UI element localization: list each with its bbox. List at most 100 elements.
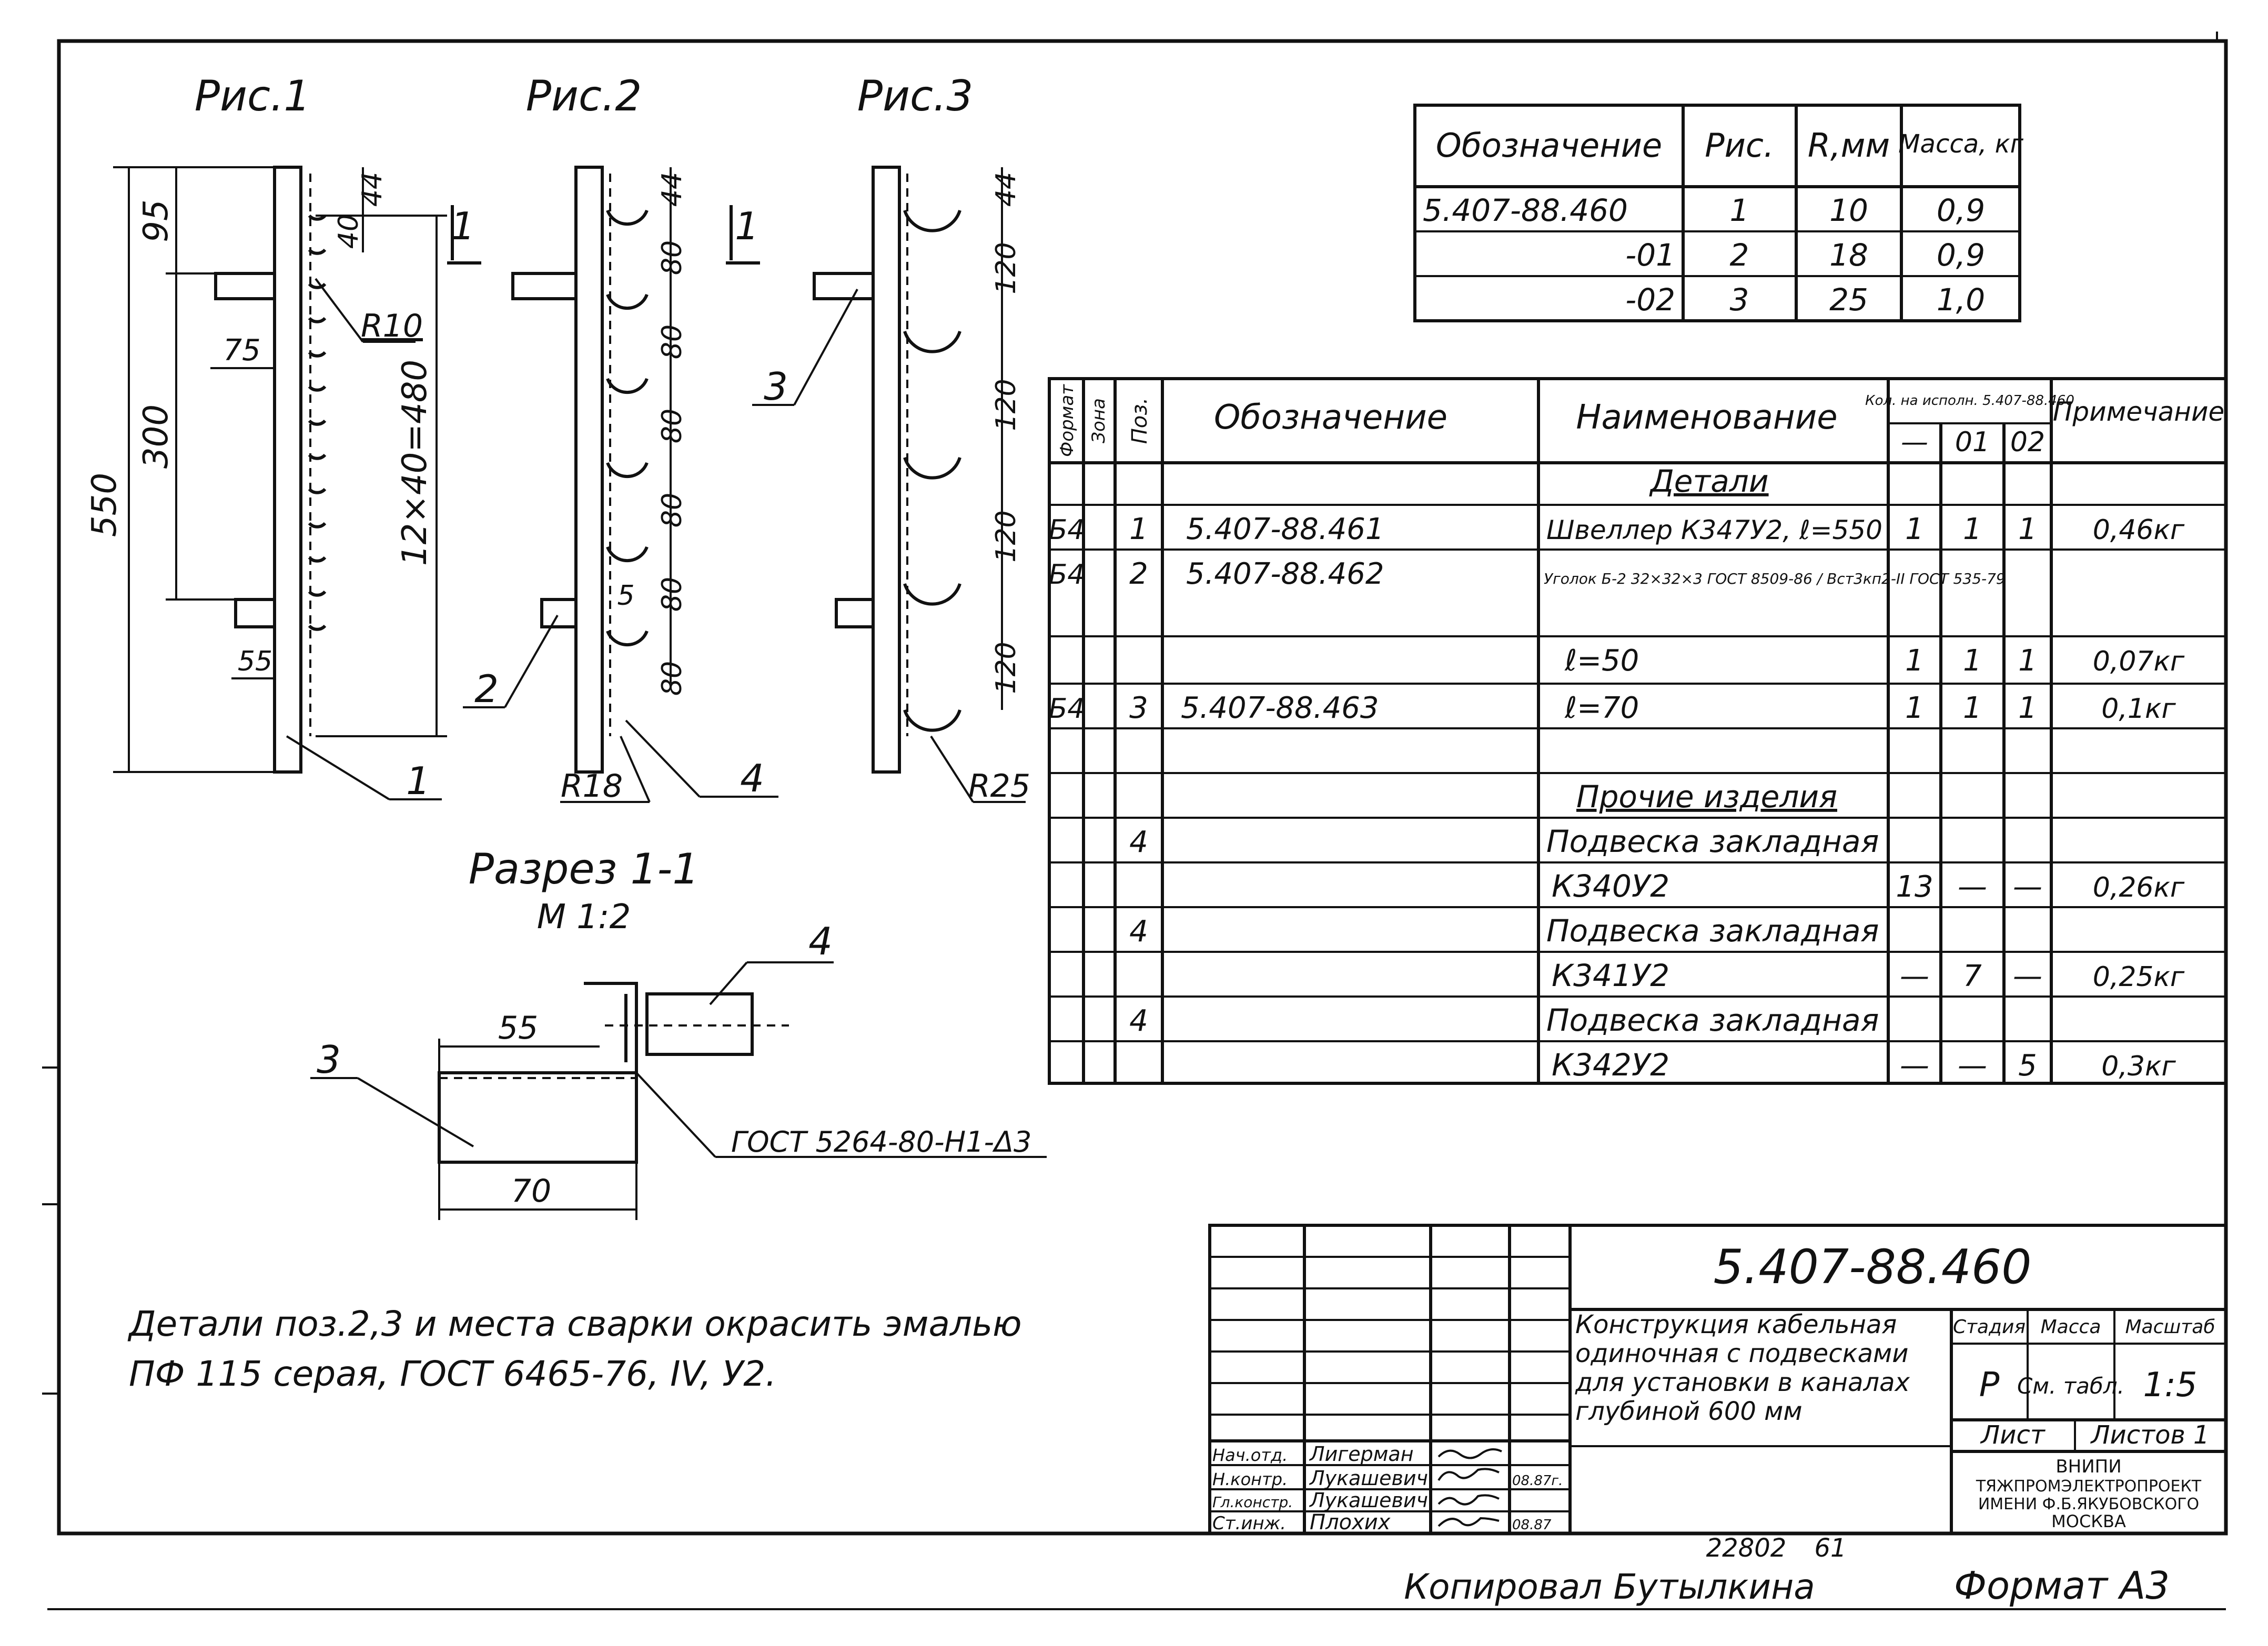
spec-name: К341У2: [1552, 958, 1669, 993]
section-scale: М 1:2: [537, 898, 631, 937]
signature-role: Гл.констр.: [1212, 1493, 1293, 1511]
spec-q0: —: [1900, 959, 1929, 993]
variants-header-r: R,мм: [1808, 126, 1890, 165]
stage-value: Р: [1979, 1366, 2000, 1405]
dim-55: 55: [498, 1010, 538, 1046]
figure-3-title: Рис.3: [857, 72, 974, 120]
spec-q1: —: [1958, 870, 1987, 904]
copied-by: Копировал Бутылкина: [1404, 1567, 1815, 1607]
hanger-section: [645, 992, 754, 1056]
leader-4: [625, 719, 701, 798]
angle-bracket-bottom: [835, 598, 875, 628]
spec-pos: 3: [1129, 691, 1148, 725]
dim-44: 44: [990, 172, 1022, 207]
dim-44: 44: [656, 172, 688, 207]
angle-piece: [438, 1071, 638, 1164]
leader-r18: [620, 736, 651, 802]
callout-3: 3: [317, 1038, 341, 1082]
spec-note: 0,25кг: [2093, 961, 2185, 993]
spec-format: Б4: [1049, 559, 1085, 591]
signature-role: Ст.инж.: [1212, 1513, 1286, 1534]
signature-date: 08.87: [1512, 1517, 1552, 1533]
variants-header-fig: Рис.: [1705, 126, 1774, 165]
figure-1-title: Рис.1: [195, 72, 311, 120]
spec-q2: —: [2013, 870, 2042, 904]
signature-name: Лигерман: [1309, 1442, 1414, 1466]
dim-5: 5: [617, 580, 634, 612]
variant-fig: 1: [1730, 192, 1749, 228]
spec-header-qty-01: 01: [1955, 426, 1990, 458]
dim-80: 80: [656, 324, 688, 359]
variants-header-designation: Обозначение: [1436, 126, 1662, 165]
dim-95: 95: [137, 199, 176, 242]
dim-55: 55: [238, 646, 272, 677]
spec-section-details: Детали: [1648, 463, 1768, 499]
spec-pos: 4: [1129, 825, 1148, 859]
figure-3: Рис.3 44 120 120 120 120 3 R25: [752, 72, 1030, 805]
spec-q2: —: [2013, 959, 2042, 993]
figure-1: Рис.1 550 95 300 75 55 40 44 12×40=480 R…: [85, 72, 481, 803]
dim-80: 80: [656, 240, 688, 275]
spec-format: Б4: [1049, 693, 1085, 725]
hanger-hooks: [606, 209, 649, 646]
weld-note: ГОСТ 5264-80-Н1-Δ3: [731, 1125, 1031, 1159]
spec-q0: 1: [1905, 644, 1924, 678]
description-line: одиночная с подвесками: [1575, 1339, 1908, 1368]
spec-q0: 1: [1905, 691, 1924, 725]
variant-mass: 0,9: [1937, 192, 1985, 228]
leader-3: [357, 1077, 474, 1147]
leader-r25: [930, 735, 974, 803]
signature-role: Нач.отд.: [1212, 1445, 1288, 1465]
signature-date: 08.87г.: [1512, 1473, 1563, 1489]
spec-note: 0,1кг: [2101, 693, 2176, 725]
dim-480: 12×40=480: [396, 360, 434, 566]
leader-3: [793, 289, 858, 405]
spec-format: Б4: [1049, 514, 1085, 546]
section-1-1: Разрез 1-1 М 1:2 55 70 3 4 ГОСТ 5264-80-…: [310, 845, 1047, 1220]
spec-name: Подвеска закладная: [1546, 1002, 1879, 1038]
callout-1: 1: [406, 759, 430, 803]
angle-bracket-top: [813, 272, 875, 300]
spec-name: К342У2: [1552, 1047, 1669, 1083]
spec-note: 0,46кг: [2093, 514, 2185, 546]
description-line: для установки в каналах: [1575, 1368, 1910, 1397]
spec-q0: —: [1900, 1049, 1929, 1083]
dim-550: 550: [85, 473, 124, 537]
callout-4: 4: [808, 919, 833, 963]
radius-r25: R25: [968, 768, 1030, 805]
dim-70: 70: [511, 1173, 551, 1210]
variant-fig: 2: [1730, 237, 1749, 273]
angle-bracket-bottom: [540, 598, 578, 628]
spec-name: К340У2: [1552, 868, 1669, 904]
spec-header-qty-0: —: [1901, 426, 1928, 458]
spec-pos: 1: [1129, 512, 1148, 546]
radius-r10: R10: [361, 308, 423, 344]
figure-2: Рис.2 44 80 80 80 80 80 80 5 1 2 4 R18: [463, 72, 778, 805]
spec-pos: 4: [1129, 1004, 1148, 1038]
handwritten-signature: [1437, 1517, 1500, 1527]
dim-80: 80: [656, 409, 688, 443]
stage-label: Стадия: [1953, 1316, 2026, 1338]
weld-leader: [635, 1072, 716, 1158]
spec-q0: 13: [1896, 870, 1933, 904]
spec-name: ℓ=70: [1564, 691, 1639, 725]
dim-120: 120: [990, 379, 1022, 431]
spec-name: ℓ=50: [1564, 644, 1639, 678]
handwritten-signature: [1437, 1468, 1500, 1481]
callout-3: 3: [764, 364, 788, 409]
document-code: 5.407-88.460: [1713, 1239, 2031, 1295]
leader-2: [504, 615, 559, 708]
spec-name: Подвеска закладная: [1546, 913, 1879, 949]
spec-q1: 1: [1963, 691, 1982, 725]
spec-q0: 1: [1905, 512, 1924, 546]
channel-profile: [872, 166, 901, 774]
mass-label: Масса: [2041, 1316, 2101, 1338]
sheets-label: Листов 1: [2090, 1420, 2209, 1450]
angle-bracket-top: [214, 272, 276, 300]
inventory-number: 22802: [1706, 1533, 1787, 1563]
variants-header-mass: Масса, кг: [1898, 129, 2024, 159]
section-title: Разрез 1-1: [469, 845, 699, 893]
variant-designation: 5.407-88.460: [1423, 192, 1628, 228]
spec-designation: 5.407-88.461: [1186, 512, 1384, 546]
